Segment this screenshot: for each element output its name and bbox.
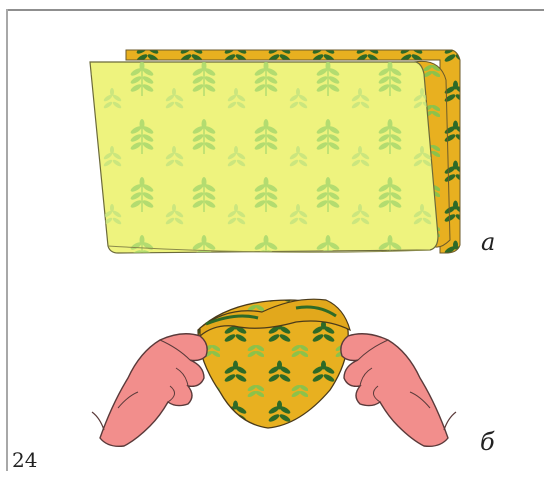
left-hand <box>92 334 207 447</box>
figure-part-label-a: а <box>481 228 495 256</box>
fabric-folded-a <box>90 50 460 253</box>
figure-number: 24 <box>12 448 37 472</box>
fabric-held-b <box>198 299 350 428</box>
figure-part-label-b: б <box>480 428 495 456</box>
right-hand <box>341 334 456 447</box>
